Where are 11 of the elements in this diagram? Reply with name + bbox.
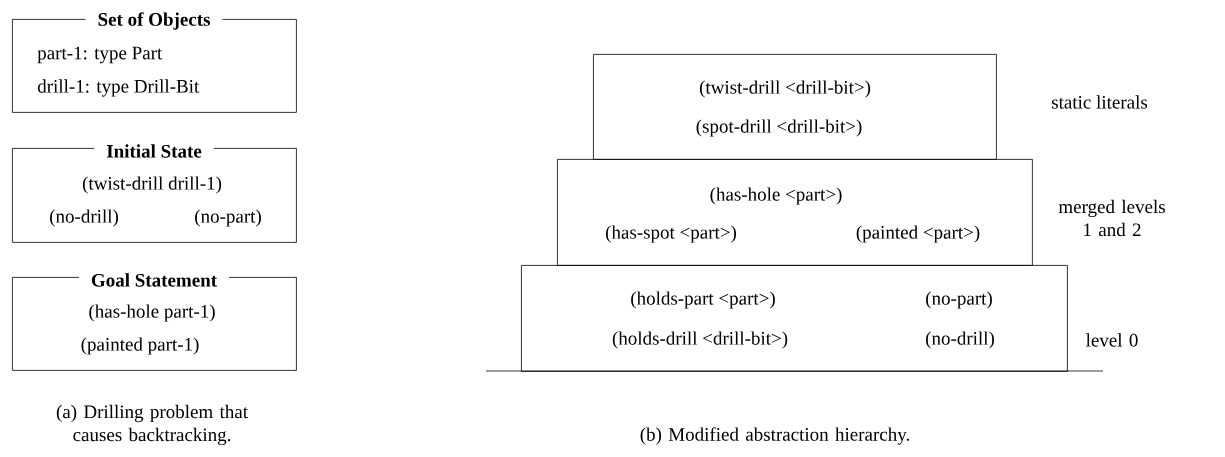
titled-box: Goal Statement (has-hole part-1) (painted part-1) bbox=[12, 272, 297, 371]
level-label: static literals bbox=[1052, 95, 1148, 109]
caption: (b) Modified abstraction hierarchy. bbox=[640, 427, 909, 445]
titled-box: Initial State (twist-drill drill-1) (no-drill) (no-part) bbox=[12, 143, 297, 243]
level-box: (holds-part <part>) (no-part) (holds-drill <drill-bit>) (no-drill) bbox=[521, 265, 1068, 372]
titled-box: Set of Objects part-1: type Part drill-1: type Drill-Bit bbox=[12, 11, 297, 113]
level-label: level 0 bbox=[1086, 333, 1138, 347]
level-box: (twist-drill <drill-bit>) (spot-drill <drill-bit>) bbox=[593, 54, 997, 160]
level-box: (has-hole <part>) (has-spot <part>) (painted <part>) bbox=[557, 159, 1033, 266]
caption: (a) Drilling problem that causes backtracking. bbox=[56, 404, 248, 446]
level-label: merged levels 1 and 2 bbox=[1058, 199, 1165, 237]
